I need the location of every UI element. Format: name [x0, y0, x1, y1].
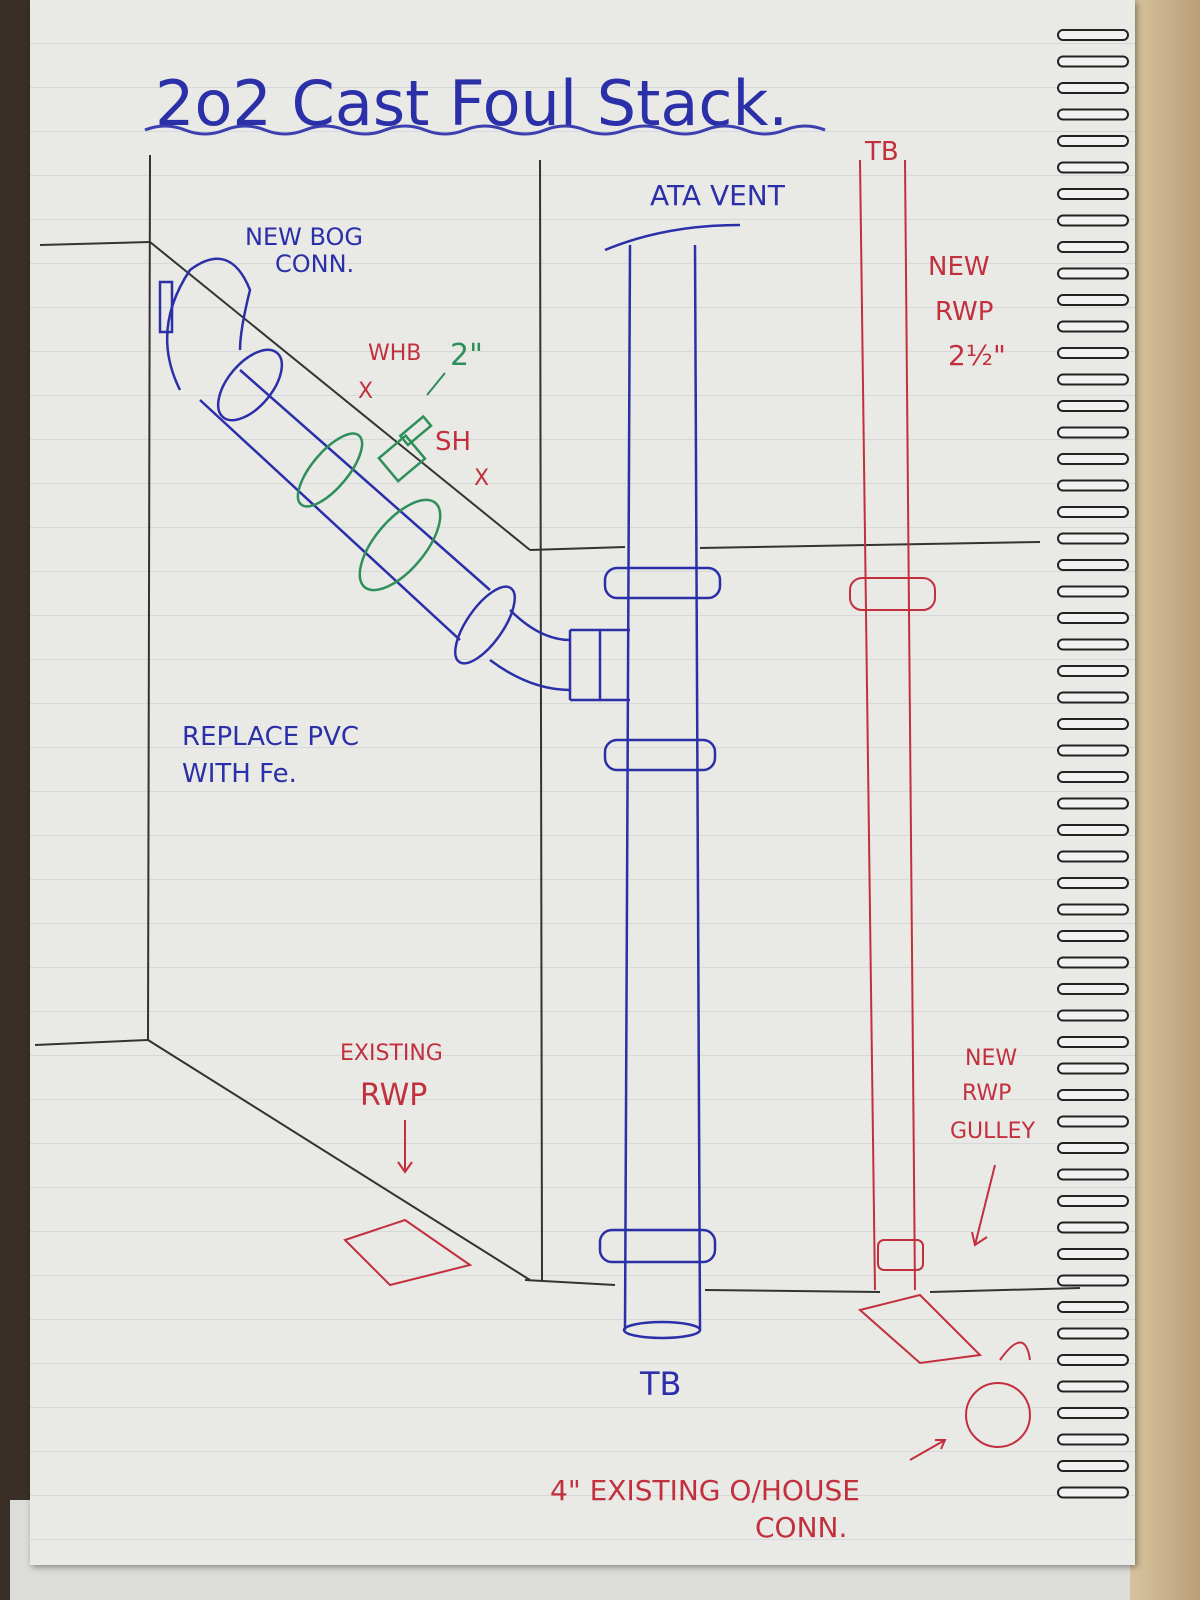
spiral-coil	[1057, 479, 1129, 492]
spiral-coil	[1057, 82, 1129, 94]
label-existing-rwp: EXISTING	[340, 1041, 443, 1066]
spiral-coil	[1057, 665, 1129, 677]
spiral-coil	[1057, 55, 1129, 68]
label-gulley-new: NEW	[965, 1046, 1017, 1071]
label-ata-vent: ATA VENT	[650, 179, 786, 212]
spiral-coil	[1057, 1460, 1129, 1472]
spiral-coil	[1057, 108, 1129, 121]
spiral-coil	[1057, 1407, 1129, 1419]
spiral-coil	[1057, 506, 1129, 518]
label-gulley: GULLEY	[950, 1119, 1036, 1144]
spiral-coil	[1057, 29, 1129, 41]
spiral-coil	[1057, 1486, 1129, 1499]
notebook-page	[30, 0, 1135, 1565]
existing-gulley-shape	[343, 1218, 473, 1287]
spiral-coil	[1057, 453, 1129, 465]
house-connection-circle	[965, 1382, 1031, 1448]
spiral-coil	[1057, 294, 1129, 306]
spiral-coil	[1057, 877, 1129, 889]
spiral-coil	[1057, 1009, 1129, 1022]
spiral-coil	[1057, 1142, 1129, 1154]
spiral-coil	[1057, 930, 1129, 942]
spiral-coil	[1057, 771, 1129, 783]
spiral-binding	[1057, 29, 1129, 1499]
spiral-coil	[1057, 214, 1129, 227]
spiral-coil	[1057, 718, 1129, 730]
spiral-coil	[1057, 532, 1129, 545]
spiral-coil	[1057, 1301, 1129, 1313]
wall-outlines	[34, 154, 1081, 1293]
new-rwp-pipe	[343, 159, 1031, 1461]
spiral-coil	[1057, 956, 1129, 969]
spiral-coil	[1057, 612, 1129, 624]
spiral-coil	[1057, 400, 1129, 412]
label-whb-cross: X	[358, 379, 373, 404]
spiral-coil	[1057, 161, 1129, 174]
soil-stack-pipe	[158, 223, 741, 1340]
label-new-rwp-size: 2½"	[948, 339, 1006, 372]
label-replace-pvc: REPLACE PVC	[182, 722, 359, 752]
spiral-coil	[1057, 903, 1129, 916]
label-sh: SH	[435, 427, 471, 457]
spiral-coil	[1057, 1115, 1129, 1128]
spiral-coil	[1057, 188, 1129, 200]
label-new-rwp: NEW	[928, 252, 990, 282]
spiral-coil	[1057, 1380, 1129, 1393]
spiral-coil	[1057, 585, 1129, 598]
spiral-coil	[1057, 638, 1129, 651]
spiral-coil	[1057, 1062, 1129, 1075]
label-new-bog-conn: NEW BOG	[245, 223, 363, 251]
spiral-coil	[1057, 1089, 1129, 1101]
label-new-rwp-2: RWP	[935, 297, 993, 327]
spiral-coil	[1057, 135, 1129, 147]
label-sh-cross: X	[474, 466, 489, 491]
spiral-coil	[1057, 1221, 1129, 1234]
new-gulley-shape	[857, 1293, 983, 1365]
label-tb-bottom: TB	[639, 1365, 682, 1403]
label-two-inch: 2"	[450, 338, 483, 373]
spiral-coil	[1057, 1168, 1129, 1181]
spiral-coil	[1057, 1327, 1129, 1340]
label-gulley-rwp: RWP	[962, 1081, 1011, 1106]
spiral-coil	[1057, 1354, 1129, 1366]
spiral-coil	[1057, 347, 1129, 359]
spiral-coil	[1057, 267, 1129, 280]
spiral-coil	[1057, 744, 1129, 757]
spiral-coil	[1057, 1433, 1129, 1446]
spiral-coil	[1057, 1195, 1129, 1207]
spiral-coil	[1057, 1274, 1129, 1287]
label-new-bog-conn-2: CONN.	[275, 250, 354, 278]
spiral-coil	[1057, 241, 1129, 253]
title-underline	[144, 124, 826, 136]
label-house-conn-2: CONN.	[755, 1511, 847, 1544]
branch-connections	[296, 414, 442, 592]
label-whb: WHB	[368, 341, 421, 366]
spiral-coil	[1057, 983, 1129, 995]
label-existing-rwp-2: RWP	[360, 1078, 427, 1113]
spiral-coil	[1057, 1036, 1129, 1048]
spiral-coil	[1057, 373, 1129, 386]
label-with-fe: WITH Fe.	[182, 759, 297, 789]
spiral-coil	[1057, 426, 1129, 439]
spiral-coil	[1057, 320, 1129, 333]
spiral-coil	[1057, 850, 1129, 863]
spiral-coil	[1057, 691, 1129, 704]
spiral-coil	[1057, 1248, 1129, 1260]
spiral-coil	[1057, 797, 1129, 810]
spiral-coil	[1057, 824, 1129, 836]
label-tb-top: TB	[864, 137, 899, 167]
arrow-icon	[426, 372, 446, 396]
label-house-conn: 4" EXISTING O/HOUSE	[550, 1474, 860, 1507]
spiral-coil	[1057, 559, 1129, 571]
